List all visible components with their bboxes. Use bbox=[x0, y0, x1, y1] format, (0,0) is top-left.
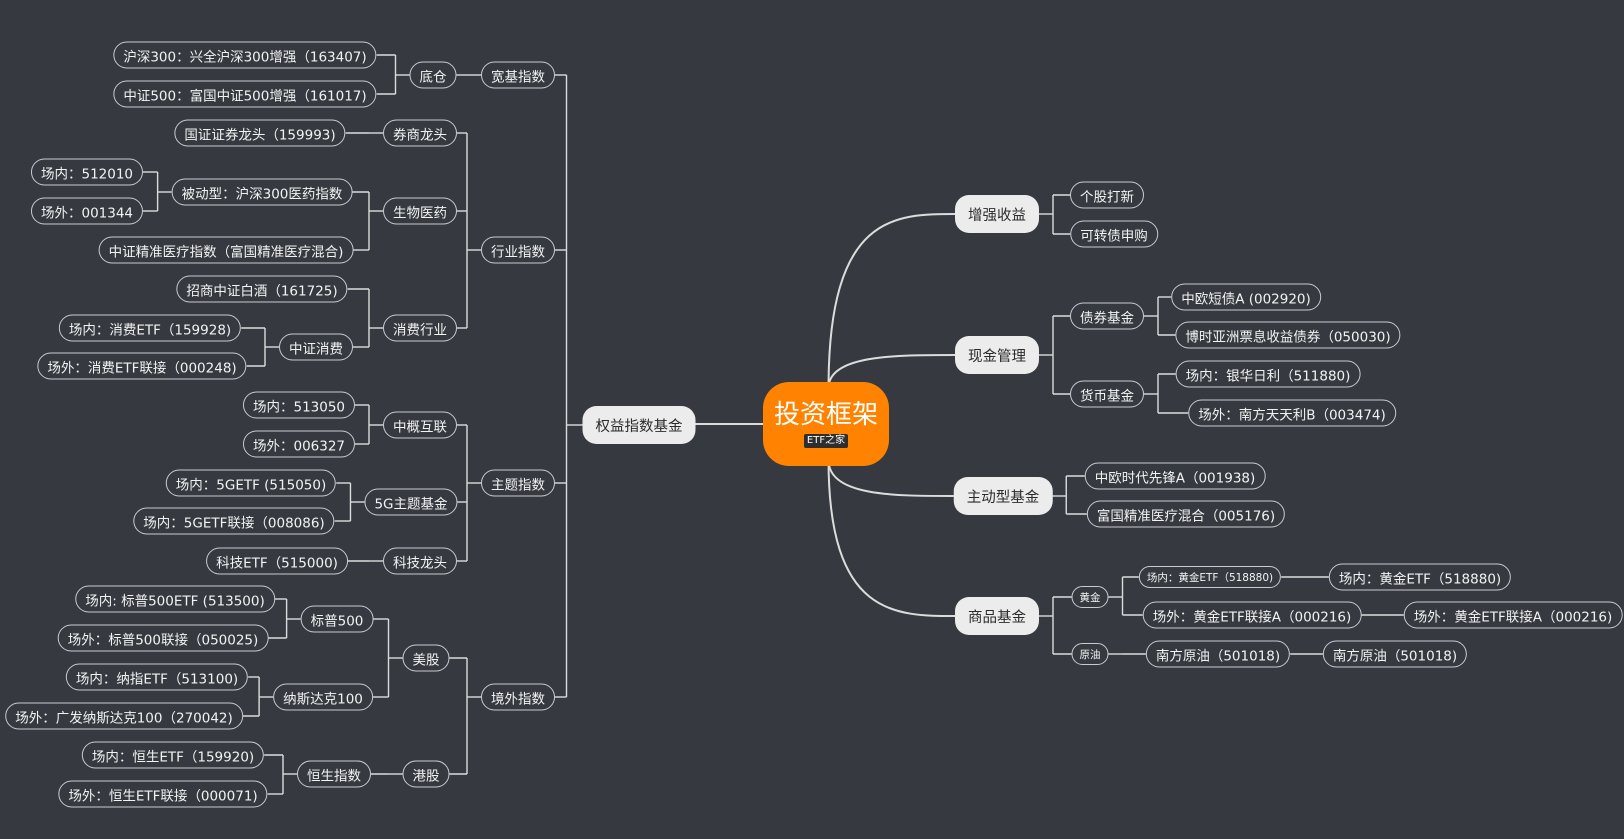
topic-hk-stocks[interactable]: 港股 bbox=[402, 760, 450, 788]
topic-biomedicine[interactable]: 生物医药 bbox=[383, 197, 457, 225]
leaf-active-005176[interactable]: 富国精准医疗混合（005176) bbox=[1086, 500, 1286, 528]
leaf-5g-etf[interactable]: 场内：5GETF (515050) bbox=[165, 469, 337, 497]
leaf-bond-050030[interactable]: 博时亚洲票息收益债券（050030) bbox=[1175, 321, 1401, 349]
leaf-gold-onsite-detail[interactable]: 场内：黄金ETF（518880) bbox=[1328, 563, 1512, 591]
leaf-consumer-etf-link[interactable]: 场外：消费ETF联接（000248) bbox=[37, 352, 247, 380]
leaf-onsite-513050[interactable]: 场内：513050 bbox=[242, 391, 356, 419]
topic-tech-leader[interactable]: 科技龙头 bbox=[383, 547, 457, 575]
leaf-sp500-link[interactable]: 场外：标普500联接（050025) bbox=[57, 624, 269, 652]
leaf-nasdaq-offsite[interactable]: 场外：广发纳斯达克100（270042) bbox=[5, 702, 243, 730]
connector-curve bbox=[827, 459, 954, 497]
leaf-hang-seng-link[interactable]: 场外：恒生ETF联接（000071) bbox=[58, 780, 268, 808]
leaf-zz500-fund[interactable]: 中证500：富国中证500增强（161017) bbox=[113, 80, 377, 108]
topic-crude-oil[interactable]: 原油 bbox=[1071, 643, 1109, 665]
leaf-crude-oil-detail[interactable]: 南方原油（501018) bbox=[1322, 640, 1468, 668]
leaf-money-511880[interactable]: 场内：银华日利（511880) bbox=[1175, 360, 1361, 388]
leaf-gold-offsite-detail[interactable]: 场外：黄金ETF联接A（000216) bbox=[1403, 601, 1623, 629]
topic-bond-fund[interactable]: 债券基金 bbox=[1070, 302, 1144, 330]
connector-curve bbox=[827, 459, 956, 617]
leaf-liquor-fund[interactable]: 招商中证白酒（161725) bbox=[176, 275, 348, 303]
topic-money-fund[interactable]: 货币基金 bbox=[1070, 380, 1144, 408]
leaf-nasdaq-etf[interactable]: 场内：纳指ETF（513100) bbox=[65, 663, 249, 691]
topic-commodity-fund[interactable]: 商品基金 bbox=[955, 597, 1039, 635]
leaf-hang-seng-etf[interactable]: 场内：恒生ETF（159920) bbox=[81, 741, 265, 769]
topic-active-fund[interactable]: 主动型基金 bbox=[953, 477, 1053, 515]
leaf-convertible-bond[interactable]: 可转债申购 bbox=[1070, 220, 1158, 248]
topic-china-internet[interactable]: 中概互联 bbox=[383, 411, 457, 439]
topic-5g-theme-fund[interactable]: 5G主题基金 bbox=[364, 488, 458, 516]
topic-base-position[interactable]: 底仓 bbox=[409, 61, 457, 89]
topic-overseas-index[interactable]: 境外指数 bbox=[481, 683, 555, 711]
topic-gold[interactable]: 黄金 bbox=[1071, 586, 1109, 608]
topic-sp500[interactable]: 标普500 bbox=[300, 605, 374, 633]
leaf-offsite-006327[interactable]: 场外：006327 bbox=[242, 430, 356, 458]
leaf-ipo-subscription[interactable]: 个股打新 bbox=[1070, 181, 1144, 209]
leaf-offsite-001344[interactable]: 场外：001344 bbox=[30, 197, 144, 225]
topic-broker-leader[interactable]: 券商龙头 bbox=[383, 119, 457, 147]
leaf-consumer-etf[interactable]: 场内：消费ETF（159928) bbox=[58, 314, 242, 342]
connector-curve bbox=[827, 213, 956, 389]
topic-broad-index[interactable]: 宽基指数 bbox=[481, 61, 555, 89]
topic-hang-seng-index[interactable]: 恒生指数 bbox=[297, 760, 371, 788]
leaf-gold-onsite-short[interactable]: 场内：黄金ETF（518880) bbox=[1138, 566, 1282, 588]
topic-consumer-industry[interactable]: 消费行业 bbox=[383, 314, 457, 342]
root-topic[interactable]: 投资框架 ETF之家 bbox=[763, 382, 889, 466]
leaf-gold-offsite[interactable]: 场外：黄金ETF联接A（000216) bbox=[1142, 601, 1362, 629]
topic-csi-consumer[interactable]: 中证消费 bbox=[279, 333, 353, 361]
topic-enhanced-return[interactable]: 增强收益 bbox=[955, 195, 1039, 233]
topic-nasdaq100[interactable]: 纳斯达克100 bbox=[273, 683, 373, 711]
leaf-bond-002920[interactable]: 中欧短债A (002920) bbox=[1171, 283, 1321, 311]
connector-curve bbox=[827, 354, 956, 389]
topic-industry-index[interactable]: 行业指数 bbox=[481, 236, 555, 264]
leaf-money-003474[interactable]: 场外：南方天天利B（003474) bbox=[1188, 399, 1396, 427]
topic-passive-hs300-medical[interactable]: 被动型：沪深300医药指数 bbox=[171, 178, 353, 206]
topic-theme-index[interactable]: 主题指数 bbox=[481, 469, 555, 497]
leaf-hs300-fund[interactable]: 沪深300：兴全沪深300增强（163407) bbox=[113, 41, 377, 69]
root-badge: ETF之家 bbox=[803, 434, 849, 448]
leaf-active-001938[interactable]: 中欧时代先锋A（001938) bbox=[1084, 462, 1266, 490]
topic-us-stocks[interactable]: 美股 bbox=[402, 644, 450, 672]
leaf-crude-oil-fund[interactable]: 南方原油（501018) bbox=[1145, 640, 1291, 668]
leaf-5g-etf-link[interactable]: 场内：5GETF联接（008086) bbox=[133, 507, 335, 535]
leaf-tech-etf[interactable]: 科技ETF（515000) bbox=[206, 547, 348, 575]
leaf-broker-fund[interactable]: 国证证券龙头（159993) bbox=[174, 119, 346, 147]
leaf-sp500-etf[interactable]: 场内: 标普500ETF (513500) bbox=[75, 585, 275, 613]
root-title: 投资框架 bbox=[773, 400, 878, 430]
topic-equity-index-fund[interactable]: 权益指数基金 bbox=[582, 406, 696, 444]
leaf-precision-medical[interactable]: 中证精准医疗指数（富国精准医疗混合) bbox=[98, 236, 354, 264]
leaf-onsite-512010[interactable]: 场内：512010 bbox=[30, 158, 144, 186]
topic-cash-management[interactable]: 现金管理 bbox=[955, 336, 1039, 374]
